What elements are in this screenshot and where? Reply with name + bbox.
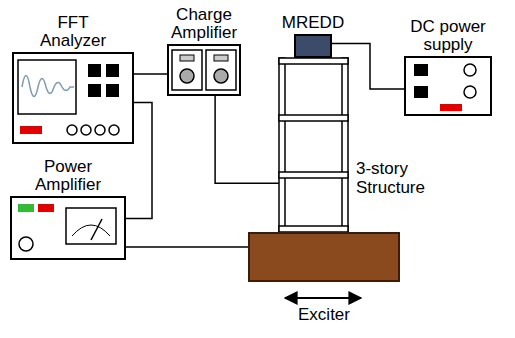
power-amplifier-box: Power Amplifier	[10, 196, 126, 260]
motion-arrow	[285, 297, 361, 299]
signal-wire	[126, 246, 248, 248]
dc-supply-panel	[414, 64, 476, 111]
charge-amplifier-box: Charge Amplifier	[167, 44, 241, 96]
dc-supply-box: DC power supply	[404, 56, 492, 116]
device-label: Charge Amplifier	[171, 6, 237, 43]
signal-wire	[126, 103, 152, 219]
device-label: Power Amplifier	[35, 158, 101, 195]
fft-analyzer-box: FFT Analyzer	[12, 52, 134, 144]
exciter-box: Exciter	[248, 232, 400, 282]
device-label: DC power supply	[398, 18, 498, 55]
structure-frame	[279, 58, 348, 232]
power-amplifier-panel	[18, 204, 116, 251]
device-label: 3-story Structure	[356, 160, 425, 197]
device-label: MREDD	[282, 14, 344, 33]
structure-frame-box: 3-story Structure	[279, 58, 348, 232]
fft-analyzer-panel	[18, 60, 119, 135]
device-label: FFT Analyzer	[40, 14, 106, 51]
charge-amplifier-panel	[172, 50, 236, 90]
signal-wire	[332, 44, 404, 89]
signal-wire	[134, 73, 167, 75]
signal-wire	[215, 96, 279, 183]
damper-block: MREDD	[294, 34, 332, 58]
device-label: Exciter	[298, 306, 350, 325]
